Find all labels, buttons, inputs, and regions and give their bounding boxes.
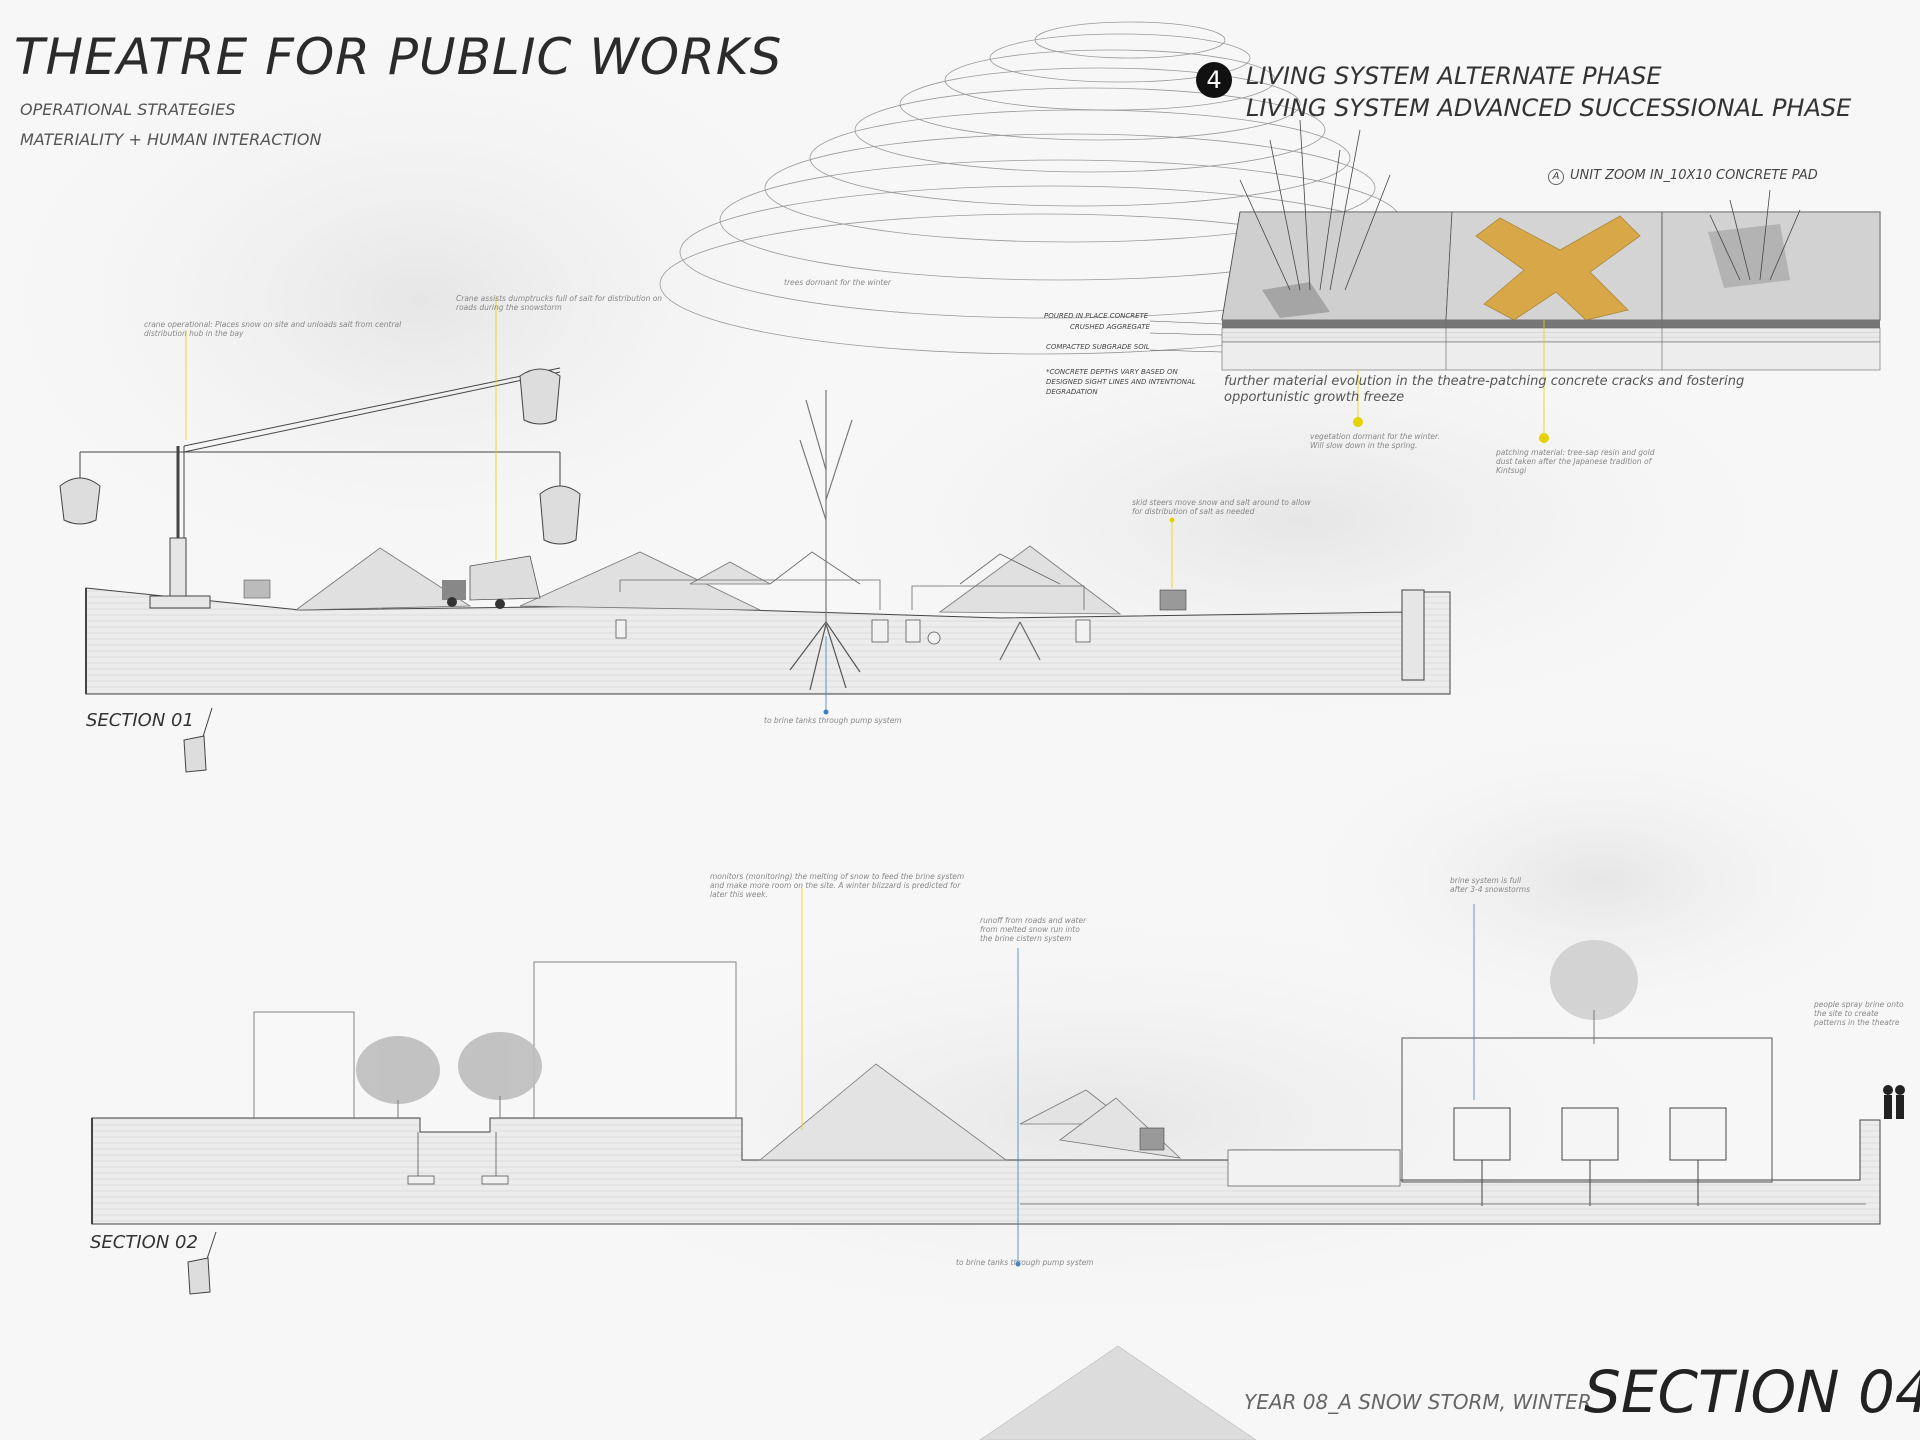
note-vegetation: vegetation dormant for the winter. Will … (1310, 432, 1440, 450)
section-02-marker (187, 1231, 217, 1295)
haze-cloud (1280, 720, 1920, 1040)
layer-note-1: *CONCRETE DEPTHS VARY BASED ON (1046, 368, 1178, 376)
unit-zoom-marker: A (1548, 169, 1564, 185)
note-brine-1: to brine tanks through pump system (764, 716, 902, 725)
note-brine-full: brine system is full after 3-4 snowstorm… (1450, 876, 1531, 894)
phase-title-1: LIVING SYSTEM ALTERNATE PHASE (1246, 62, 1662, 90)
salt-pile-bottom (979, 1345, 1257, 1440)
note-runoff: runoff from roads and water from melted … (980, 916, 1087, 943)
concrete-pad-axon (1149, 119, 1881, 371)
note-crane: crane operational: Places snow on site a… (144, 320, 402, 338)
brine-tanks (1453, 1107, 1727, 1161)
dump-truck (442, 555, 541, 609)
subtitle-operational: OPERATIONAL STRATEGIES (20, 100, 236, 119)
layer-label-subgrade: COMPACTED SUBGRADE SOIL (1046, 343, 1150, 351)
unit-zoom-label: A UNIT ZOOM IN_10X10 CONCRETE PAD (1548, 168, 1818, 185)
material-caption: further material evolution in the theatr… (1224, 374, 1745, 405)
subtitle-materiality: MATERIALITY + HUMAN INTERACTION (20, 130, 322, 149)
section-01-marker (183, 707, 213, 773)
tree (789, 390, 1041, 691)
main-title: THEATRE FOR PUBLIC WORKS (14, 28, 783, 86)
layer-note-3: DEGRADATION (1046, 388, 1098, 396)
section-01-drawing (59, 296, 1451, 773)
note-crane-dump: Crane assists dumptrucks full of salt fo… (456, 294, 663, 312)
people (1883, 1085, 1905, 1119)
layer-label-aggregate: CRUSHED AGGREGATE (1070, 323, 1150, 331)
layer-note-2: DESIGNED SIGHT LINES AND INTENTIONAL (1046, 378, 1196, 386)
note-trees: trees dormant for the winter (784, 278, 891, 287)
year-caption: YEAR 08_A SNOW STORM, WINTER (1244, 1390, 1592, 1414)
phase-number-badge: 4 (1196, 62, 1232, 98)
note-brine-2: to brine tanks through pump system (956, 1258, 1094, 1267)
note-patching: patching material: tree-sap resin and go… (1496, 448, 1655, 475)
haze-cloud (0, 0, 880, 600)
unit-zoom-text: UNIT ZOOM IN_10X10 CONCRETE PAD (1570, 168, 1818, 183)
note-skid-steers: skid steers move snow and salt around to… (1132, 498, 1311, 516)
section-02-label: SECTION 02 (90, 1232, 198, 1253)
section-04-title: SECTION 04 (1584, 1358, 1920, 1426)
crane (59, 367, 581, 609)
note-people: people spray brine onto the site to crea… (1814, 1000, 1904, 1027)
layer-label-concrete: POURED IN PLACE CONCRETE (1044, 312, 1149, 320)
section-01-label: SECTION 01 (86, 710, 194, 731)
phase-title-2: LIVING SYSTEM ADVANCED SUCCESSIONAL PHAS… (1246, 94, 1852, 122)
section-02-drawing (91, 888, 1905, 1295)
note-monitors: monitors (monitoring) the melting of sno… (710, 872, 965, 899)
